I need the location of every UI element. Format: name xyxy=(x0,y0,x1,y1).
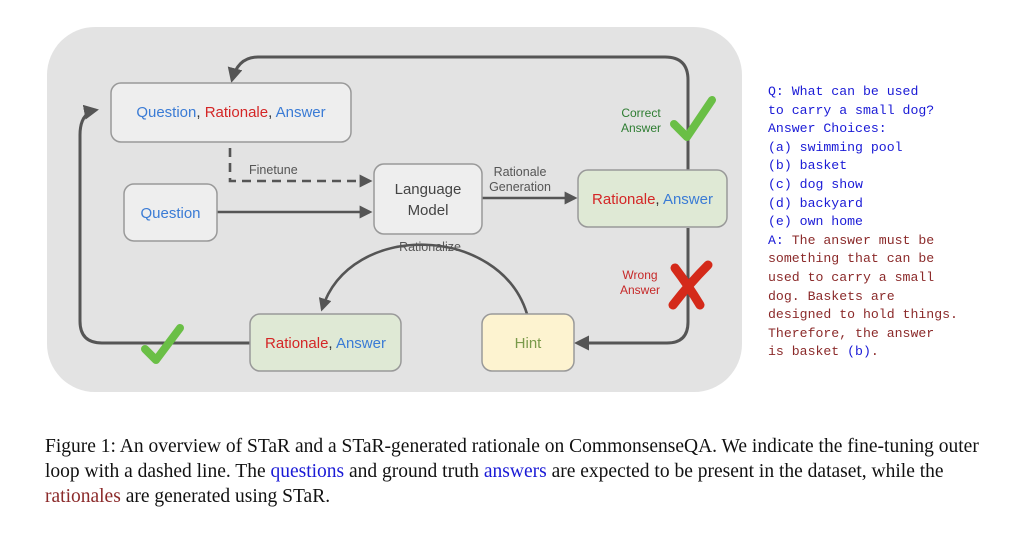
example-question-line: to carry a small dog? xyxy=(768,102,935,118)
question-box xyxy=(123,183,218,242)
question-box-label: Question xyxy=(140,205,200,222)
language-model-label-line1: Language xyxy=(395,181,462,198)
correct-loop-arrow xyxy=(227,55,690,170)
answer-line-end: . xyxy=(870,344,879,360)
answer-line: Therefore, the answer xyxy=(768,325,935,341)
answer-line: designed to hold things. xyxy=(768,307,958,323)
rationale-answer-output-box xyxy=(577,169,728,228)
caption-text: Figure 1: An overview of STaR and a STaR… xyxy=(45,436,979,482)
caption-text: are generated using STaR. xyxy=(120,486,331,507)
rationale-answer-bottom-box xyxy=(249,313,402,372)
caption-rationales: rationales xyxy=(45,486,121,507)
star-diagram: Question, Rationale, Answer Question Lan… xyxy=(47,27,742,392)
answer-line: The answer must be xyxy=(783,232,935,248)
hint-box xyxy=(481,313,575,372)
check-icon xyxy=(670,96,716,141)
wrong-answer-label-line1: Wrong xyxy=(622,268,657,282)
caption-questions: questions xyxy=(270,461,345,482)
answer-line: used to carry a small xyxy=(768,269,935,285)
language-model-box xyxy=(373,163,483,235)
rationale-generation-label-line1: Rationale xyxy=(494,165,547,179)
answer-line: something that can be xyxy=(768,251,935,267)
example-choice: (a) swimming pool xyxy=(768,139,903,155)
caption-text: and ground truth xyxy=(344,461,484,482)
caption-answers: answers xyxy=(483,461,547,482)
top-qra-box xyxy=(110,82,352,143)
hint-box-label: Hint xyxy=(515,335,543,352)
wrong-path-arrow xyxy=(574,228,690,351)
check-icon xyxy=(141,324,184,364)
example-choice: (d) backyard xyxy=(768,195,863,211)
example-choice: (b) basket xyxy=(768,158,848,174)
figure-caption: Figure 1: An overview of STaR and a STaR… xyxy=(45,434,985,509)
example-question-line: Answer Choices: xyxy=(768,121,887,137)
caption-text: are expected to be present in the datase… xyxy=(546,461,944,482)
cross-icon xyxy=(668,260,713,310)
example-question-line: Q: What can be used xyxy=(768,84,919,99)
rationale-generation-label-line2: Generation xyxy=(489,180,551,194)
answer-line: is basket xyxy=(768,344,848,360)
answer-line: dog. Baskets are xyxy=(768,288,895,304)
output-box-label: Rationale, Answer xyxy=(592,191,713,208)
language-model-label-line2: Model xyxy=(408,202,449,219)
wrong-answer-label-line2: Answer xyxy=(620,283,660,297)
bottom-box-label: Rationale, Answer xyxy=(265,335,386,352)
answer-choice-ref: (b) xyxy=(847,344,871,360)
correct-answer-label-line2: Answer xyxy=(621,121,661,135)
example-answer: A: The answer must be something that can… xyxy=(768,233,958,360)
example-choice: (c) dog show xyxy=(768,176,863,192)
commonsenseqa-example: Q: What can be used to carry a small dog… xyxy=(768,83,958,362)
rationalize-label: Rationalize xyxy=(399,240,461,254)
finetune-arrow xyxy=(228,148,373,188)
correct-answer-label-line1: Correct xyxy=(621,106,661,120)
answer-label: A: xyxy=(768,232,784,248)
finetune-label: Finetune xyxy=(249,163,298,177)
top-qra-label: Question, Rationale, Answer xyxy=(136,104,325,121)
rationalize-arrow xyxy=(318,243,529,315)
example-question: Q: What can be used to carry a small dog… xyxy=(768,84,934,229)
example-choice: (e) own home xyxy=(768,214,863,230)
bottom-loop-arrow xyxy=(78,104,250,345)
